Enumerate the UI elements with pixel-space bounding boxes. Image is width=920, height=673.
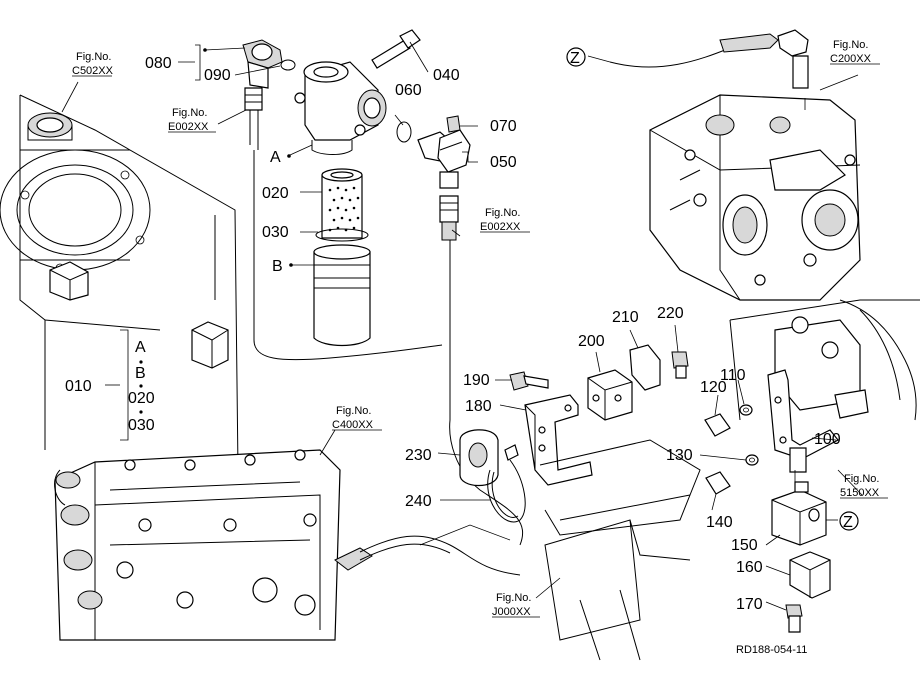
label-020: 020 — [262, 185, 289, 202]
fig-ref-c502-caption: Fig.No. — [76, 51, 111, 63]
label-070: 070 — [490, 118, 517, 135]
z-label-top: Z — [570, 50, 580, 67]
fig-ref-j000: J000XX — [492, 606, 531, 618]
label-060: 060 — [395, 82, 422, 99]
label-210: 210 — [612, 309, 639, 326]
fig-ref-c502: C502XX — [72, 65, 114, 77]
hose-lines — [253, 47, 731, 546]
valve-block-drawing — [54, 449, 521, 641]
label-050: 050 — [490, 154, 517, 171]
label-240: 240 — [405, 493, 432, 510]
label-220: 220 — [657, 305, 684, 322]
bolt-040-drawing — [371, 29, 421, 69]
fig-ref-j000-caption: Fig.No. — [496, 592, 531, 604]
bracket-100-drawing — [704, 98, 839, 633]
fig-ref-c400: C400XX — [332, 419, 374, 431]
label-110: 110 — [720, 367, 746, 384]
tank-housing-drawing — [0, 94, 239, 471]
engine-outline-drawing — [729, 299, 920, 421]
assembly-item-a: A — [135, 339, 146, 356]
label-letter-b: B — [272, 258, 283, 275]
label-230: 230 — [405, 447, 432, 464]
fig-ref-e002-mid: E002XX — [480, 221, 521, 233]
bracket-group-drawing — [459, 344, 701, 661]
label-200: 200 — [578, 333, 605, 350]
assembly-item-b: B — [135, 365, 146, 382]
label-120: 120 — [700, 379, 727, 396]
adapter-050-drawing — [396, 115, 471, 189]
fig-ref-e002-top: E002XX — [168, 121, 209, 133]
assembly-item-030: 030 — [128, 417, 155, 434]
z-markers: Z Z — [566, 47, 859, 531]
label-190: 190 — [463, 372, 490, 389]
label-130: 130 — [666, 447, 693, 464]
assembly-dot-2 — [139, 384, 143, 388]
z-circle-top — [566, 47, 586, 67]
label-150: 150 — [731, 537, 758, 554]
nipple-drawing — [439, 195, 459, 241]
fig-ref-5150-caption: Fig.No. — [844, 473, 879, 485]
assembly-dot-1 — [139, 360, 143, 364]
label-letter-a: A — [270, 149, 281, 166]
part-labels: 080 090 040 060 070 050 A 020 030 B 010 … — [65, 48, 841, 613]
label-180: 180 — [465, 398, 492, 415]
dot-b — [289, 263, 293, 267]
label-010: 010 — [65, 378, 92, 395]
label-030: 030 — [262, 224, 289, 241]
fig-ref-c400-caption: Fig.No. — [336, 405, 371, 417]
filter-assembly-drawing — [294, 61, 387, 347]
leader-lines — [61, 41, 863, 611]
z-circle-bottom — [839, 511, 859, 531]
assembly-item-020: 020 — [128, 390, 155, 407]
z-label-bottom: Z — [843, 514, 853, 531]
fig-ref-5150: 5150XX — [840, 487, 880, 499]
drawing-code: RD188-054-11 — [736, 644, 807, 656]
fig-ref-c200: C200XX — [830, 53, 872, 65]
label-160: 160 — [736, 559, 763, 576]
fig-ref-e002-top-caption: Fig.No. — [172, 107, 207, 119]
label-080: 080 — [145, 55, 172, 72]
label-100: 100 — [814, 431, 841, 448]
label-170: 170 — [736, 596, 763, 613]
label-040: 040 — [433, 67, 460, 84]
fig-ref-c200-caption: Fig.No. — [833, 39, 868, 51]
dot-a — [287, 154, 291, 158]
label-090: 090 — [204, 67, 231, 84]
fig-ref-e002-mid-caption: Fig.No. — [485, 207, 520, 219]
label-140: 140 — [706, 514, 733, 531]
hydraulic-pump-drawing — [649, 29, 861, 301]
assembly-dot-3 — [139, 410, 143, 414]
figure-references: Fig.No. C502XX Fig.No. E002XX Fig.No. E0… — [72, 39, 888, 618]
elbow-080-drawing — [242, 39, 296, 150]
dot-080 — [203, 48, 207, 52]
